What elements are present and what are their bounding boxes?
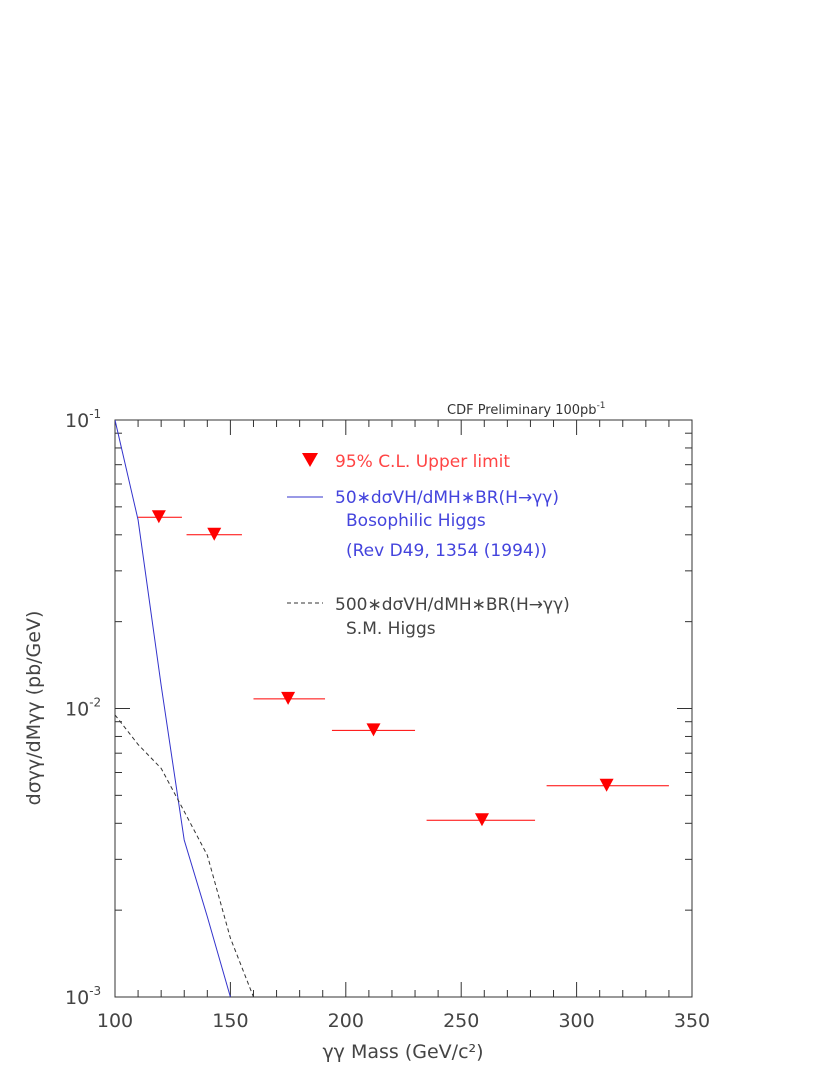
legend-bosophilic-reference: (Rev D49, 1354 (1994)) bbox=[346, 541, 547, 561]
theory-curves bbox=[115, 420, 254, 997]
chart-header-superscript: -1 bbox=[597, 401, 606, 411]
y-tick-label: 10-3 bbox=[65, 984, 101, 1009]
y-axis-label: dσγγ/dMγγ (pb/GeV) bbox=[23, 611, 45, 806]
y-tick-labels: 10-110-210-3 bbox=[65, 407, 101, 1009]
sm-higgs-curve bbox=[115, 714, 254, 997]
legend-limit-label: 95% C.L. Upper limit bbox=[335, 452, 510, 472]
y-tick-label: 10-1 bbox=[65, 407, 101, 432]
x-tick-labels: 100 150 200 250 300 350 bbox=[97, 1010, 710, 1032]
y-tick-label-base: 10 bbox=[65, 987, 89, 1009]
legend-bosophilic-sublabel: Bosophilic Higgs bbox=[346, 511, 486, 531]
x-tick-label: 150 bbox=[212, 1010, 248, 1032]
legend-sm-label: 500∗dσVH/dMH∗BR(H→γγ) bbox=[335, 595, 570, 615]
x-tick-label: 350 bbox=[674, 1010, 710, 1032]
x-tick-label: 250 bbox=[443, 1010, 479, 1032]
limit-marker bbox=[151, 510, 166, 524]
legend-sm-sublabel: S.M. Higgs bbox=[346, 619, 436, 639]
limit-marker bbox=[599, 778, 614, 792]
limit-marker bbox=[281, 691, 296, 705]
y-tick-label-exponent: -1 bbox=[89, 407, 101, 421]
y-tick-label: 10-2 bbox=[65, 696, 101, 721]
chart-header: CDF Preliminary 100pb-1 bbox=[447, 401, 606, 418]
x-axis-label: γγ Mass (GeV/c²) bbox=[322, 1041, 483, 1063]
x-tick-label: 200 bbox=[328, 1010, 364, 1032]
legend-bosophilic: 50∗dσVH/dMH∗BR(H→γγ) Bosophilic Higgs (R… bbox=[287, 488, 559, 561]
limit-marker bbox=[474, 813, 489, 827]
legend: 95% C.L. Upper limit 50∗dσVH/dMH∗BR(H→γγ… bbox=[287, 452, 570, 639]
limit-marker bbox=[366, 723, 381, 737]
legend-sm: 500∗dσVH/dMH∗BR(H→γγ) S.M. Higgs bbox=[287, 595, 570, 639]
y-tick-label-exponent: -2 bbox=[89, 696, 101, 710]
limit-marker bbox=[207, 527, 222, 541]
y-tick-label-exponent: -3 bbox=[89, 984, 101, 998]
legend-limit-marker bbox=[302, 453, 318, 467]
y-tick-label-base: 10 bbox=[65, 410, 89, 432]
legend-limits: 95% C.L. Upper limit bbox=[302, 452, 510, 472]
axis-ticks bbox=[114, 420, 693, 998]
x-tick-label: 100 bbox=[97, 1010, 133, 1032]
legend-bosophilic-label: 50∗dσVH/dMH∗BR(H→γγ) bbox=[335, 488, 559, 508]
upper-limit-points bbox=[138, 510, 669, 827]
x-tick-label: 300 bbox=[558, 1010, 594, 1032]
y-tick-label-base: 10 bbox=[65, 699, 89, 721]
bosophilic-higgs-curve bbox=[115, 420, 231, 997]
